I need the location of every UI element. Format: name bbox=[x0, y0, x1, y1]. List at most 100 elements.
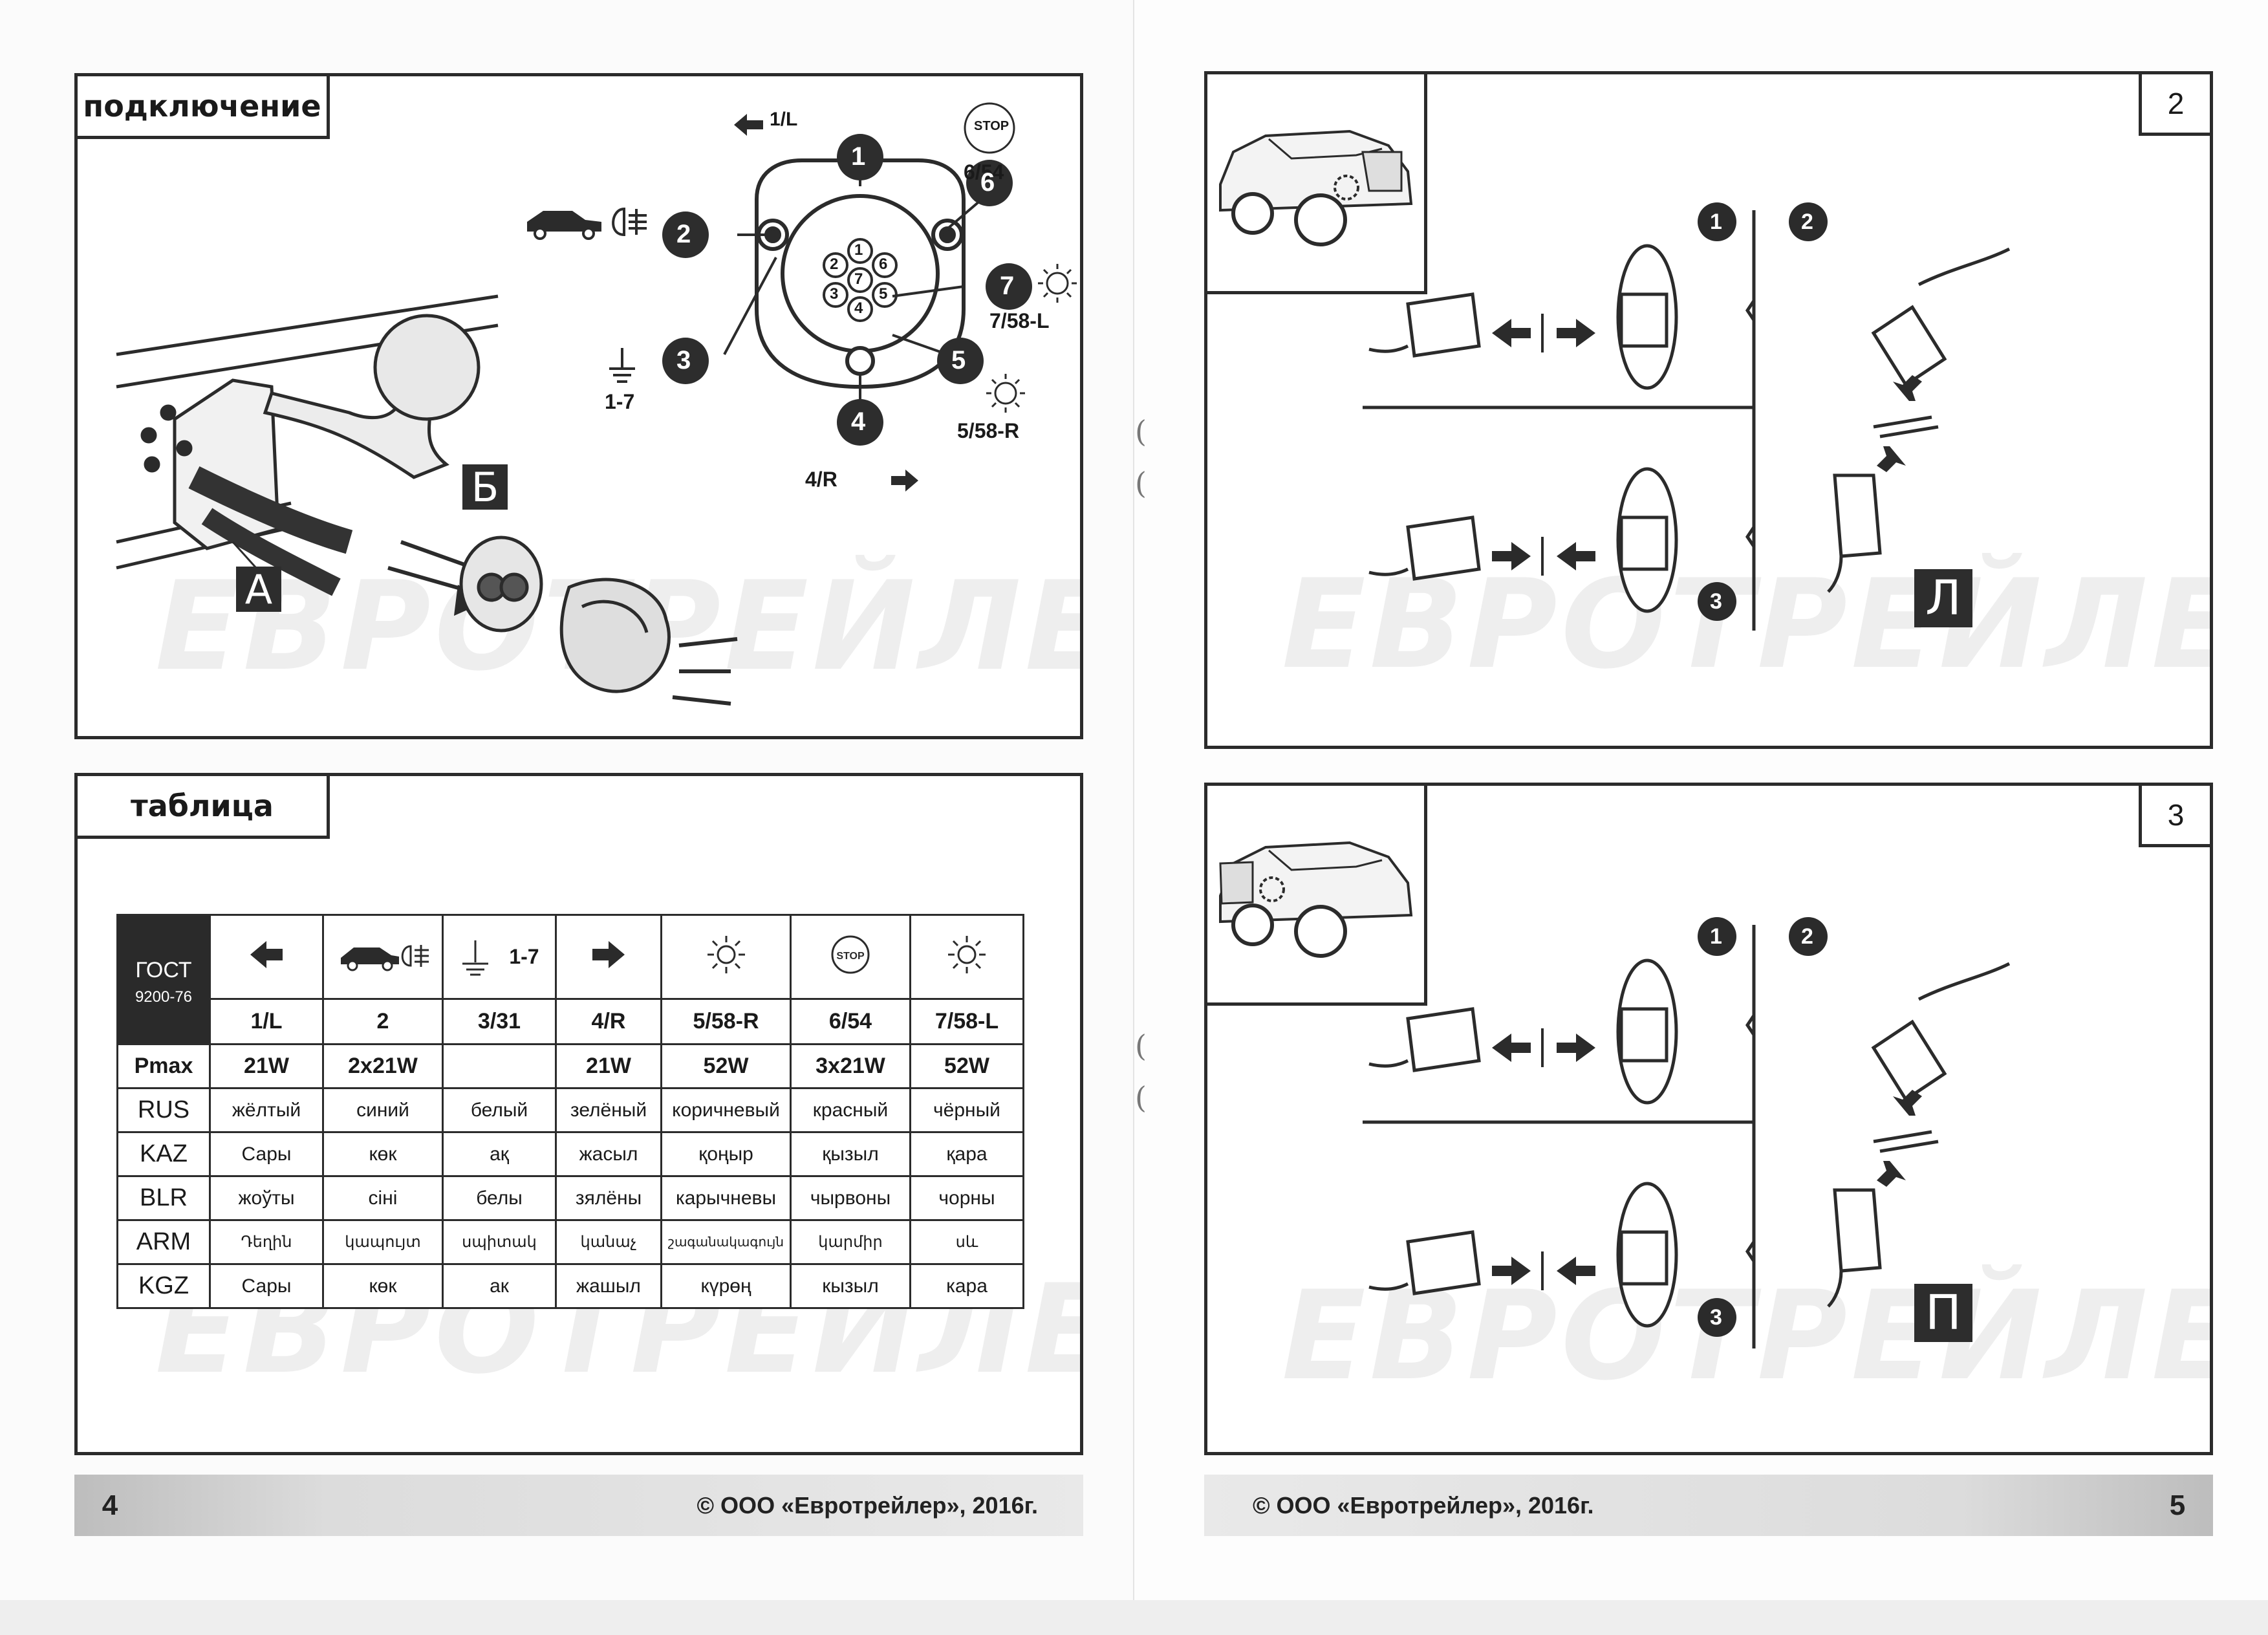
row-label-blr: BLR bbox=[116, 1175, 211, 1221]
pin-badge-1: 1 bbox=[851, 142, 866, 171]
code-cell: 1/L bbox=[209, 998, 324, 1045]
reverse-light-icon bbox=[948, 935, 986, 973]
table-cell: көк bbox=[322, 1131, 444, 1177]
step-1-badge: 1 bbox=[1710, 210, 1722, 234]
copyright-text: © ООО «Евротрейлер», 2016г. bbox=[1253, 1491, 1594, 1519]
margin-mark: ( bbox=[1135, 1028, 1147, 1063]
svg-text:STOP: STOP bbox=[836, 951, 865, 962]
gost-number: 9200-76 bbox=[135, 988, 193, 1006]
table-cell bbox=[442, 1043, 557, 1089]
step-3-badge: 3 bbox=[1710, 589, 1722, 614]
connection-diagram bbox=[116, 102, 1077, 706]
towbar-drawing bbox=[116, 294, 738, 706]
socket-pin-4: 4 bbox=[854, 299, 863, 317]
pin-badge-7: 7 bbox=[1000, 272, 1015, 300]
stop-light-icon: STOP bbox=[831, 935, 870, 973]
table-cell: қызыл bbox=[790, 1131, 911, 1177]
table-cell: чырвоны bbox=[790, 1175, 911, 1221]
code-cell: 6/54 bbox=[790, 998, 911, 1045]
step-1-badge: 1 bbox=[1710, 924, 1722, 949]
table-cell: սև bbox=[909, 1219, 1024, 1265]
pin-5-label: 5/58-R bbox=[957, 419, 1020, 442]
car-rear-icon bbox=[1219, 129, 1413, 246]
side-letter-right: П bbox=[1914, 1284, 1972, 1342]
col-icon-reverse-right bbox=[660, 914, 792, 1000]
panel-number: 2 bbox=[2139, 74, 2210, 136]
col-icon-right-turn bbox=[555, 914, 662, 1000]
table-cell: коричневый bbox=[660, 1087, 792, 1133]
gost-header: ГОСТ 9200-76 bbox=[116, 914, 211, 1045]
table-cell: 2x21W bbox=[322, 1043, 444, 1089]
table-cell: կանաչ bbox=[555, 1219, 662, 1265]
gost-label: ГОСТ bbox=[135, 958, 192, 982]
table-cell: 52W bbox=[660, 1043, 792, 1089]
col-icon-reverse-left bbox=[909, 914, 1024, 1000]
col-icon-stop: STOP bbox=[790, 914, 911, 1000]
page-number: 4 bbox=[102, 1489, 118, 1521]
table-cell: қоңыр bbox=[660, 1131, 792, 1177]
table-cell: 52W bbox=[909, 1043, 1024, 1089]
step-3-badge: 3 bbox=[1710, 1305, 1722, 1330]
table-cell: көк bbox=[322, 1263, 444, 1309]
row-label-kgz: KGZ bbox=[116, 1263, 211, 1309]
table-cell: чёрный bbox=[909, 1087, 1024, 1133]
table-cell: жоўты bbox=[209, 1175, 324, 1221]
pin-1-label: 1/L bbox=[770, 109, 798, 130]
row-label-arm: ARM bbox=[116, 1219, 211, 1265]
table-cell: карычневы bbox=[660, 1175, 792, 1221]
col-icon-left-turn bbox=[209, 914, 324, 1000]
wire-color-table: ГОСТ 9200-76 1-7 bbox=[116, 914, 1024, 1309]
col-icon-parking bbox=[322, 914, 444, 1000]
code-cell: 4/R bbox=[555, 998, 662, 1045]
pin-4-label: 4/R bbox=[805, 468, 837, 491]
scan-bottom-edge bbox=[0, 1600, 2268, 1635]
code-cell: 5/58-R bbox=[660, 998, 792, 1045]
pin-6-label: 6/54 bbox=[964, 160, 1004, 184]
margin-mark: ( bbox=[1135, 1080, 1147, 1115]
pin-3-label: 1-7 bbox=[605, 390, 635, 413]
page-fold bbox=[1133, 0, 1134, 1604]
car-rear-icon bbox=[1219, 841, 1413, 958]
table-cell: կարմիր bbox=[790, 1219, 911, 1265]
table-panel-title: таблица bbox=[78, 776, 330, 839]
label-a: А bbox=[236, 566, 281, 613]
table-cell: зелёный bbox=[555, 1087, 662, 1133]
row-label-rus: RUS bbox=[116, 1087, 211, 1133]
reverse-light-icon-right bbox=[986, 374, 1025, 413]
pin-7-label: 7/58-L bbox=[989, 309, 1050, 332]
table-cell: красный bbox=[790, 1087, 911, 1133]
table-cell: Сары bbox=[209, 1131, 324, 1177]
table-panel: таблица ЕВРОТРЕЙЛЕР ГОСТ 9200-76 bbox=[74, 773, 1083, 1455]
car-icon bbox=[527, 211, 601, 240]
pin-badge-3: 3 bbox=[676, 346, 691, 374]
panel-step-3: 3 ЕВРОТРЕЙЛЕР bbox=[1204, 783, 2213, 1455]
step-2-badge: 2 bbox=[1801, 924, 1813, 949]
car-thumbnail bbox=[1207, 74, 1427, 294]
table-cell: жашыл bbox=[555, 1263, 662, 1309]
table-cell: зялёны bbox=[555, 1175, 662, 1221]
left-arrow-icon bbox=[734, 114, 763, 136]
col-icon-ground: 1-7 bbox=[442, 914, 557, 1000]
footer-left: 4 © ООО «Евротрейлер», 2016г. bbox=[74, 1475, 1083, 1536]
socket-pin-circles bbox=[823, 238, 898, 322]
socket-pin-7: 7 bbox=[854, 270, 863, 288]
reverse-light-icon bbox=[707, 935, 745, 973]
car-thumbnail bbox=[1207, 786, 1427, 1006]
step-2-badge: 2 bbox=[1801, 210, 1813, 234]
step-2-diagram bbox=[1363, 202, 2011, 631]
table-cell: сіні bbox=[322, 1175, 444, 1221]
footer-right: © ООО «Евротрейлер», 2016г. 5 bbox=[1204, 1475, 2213, 1536]
table-cell: чорны bbox=[909, 1175, 1024, 1221]
right-arrow-icon bbox=[891, 470, 918, 492]
socket-pin-6: 6 bbox=[879, 255, 888, 273]
margin-mark: ( bbox=[1135, 466, 1147, 501]
table-cell: белы bbox=[442, 1175, 557, 1221]
table-cell: жёлтый bbox=[209, 1087, 324, 1133]
table-cell: күрөң bbox=[660, 1263, 792, 1309]
table-cell: кара bbox=[909, 1263, 1024, 1309]
connection-panel: подключение ЕВРОТРЕЙЛЕР bbox=[74, 73, 1083, 739]
margin-mark: ( bbox=[1135, 414, 1147, 449]
ground-range-label: 1-7 bbox=[509, 945, 539, 968]
table-cell: սպիտակ bbox=[442, 1219, 557, 1265]
table-cell: 21W bbox=[555, 1043, 662, 1089]
